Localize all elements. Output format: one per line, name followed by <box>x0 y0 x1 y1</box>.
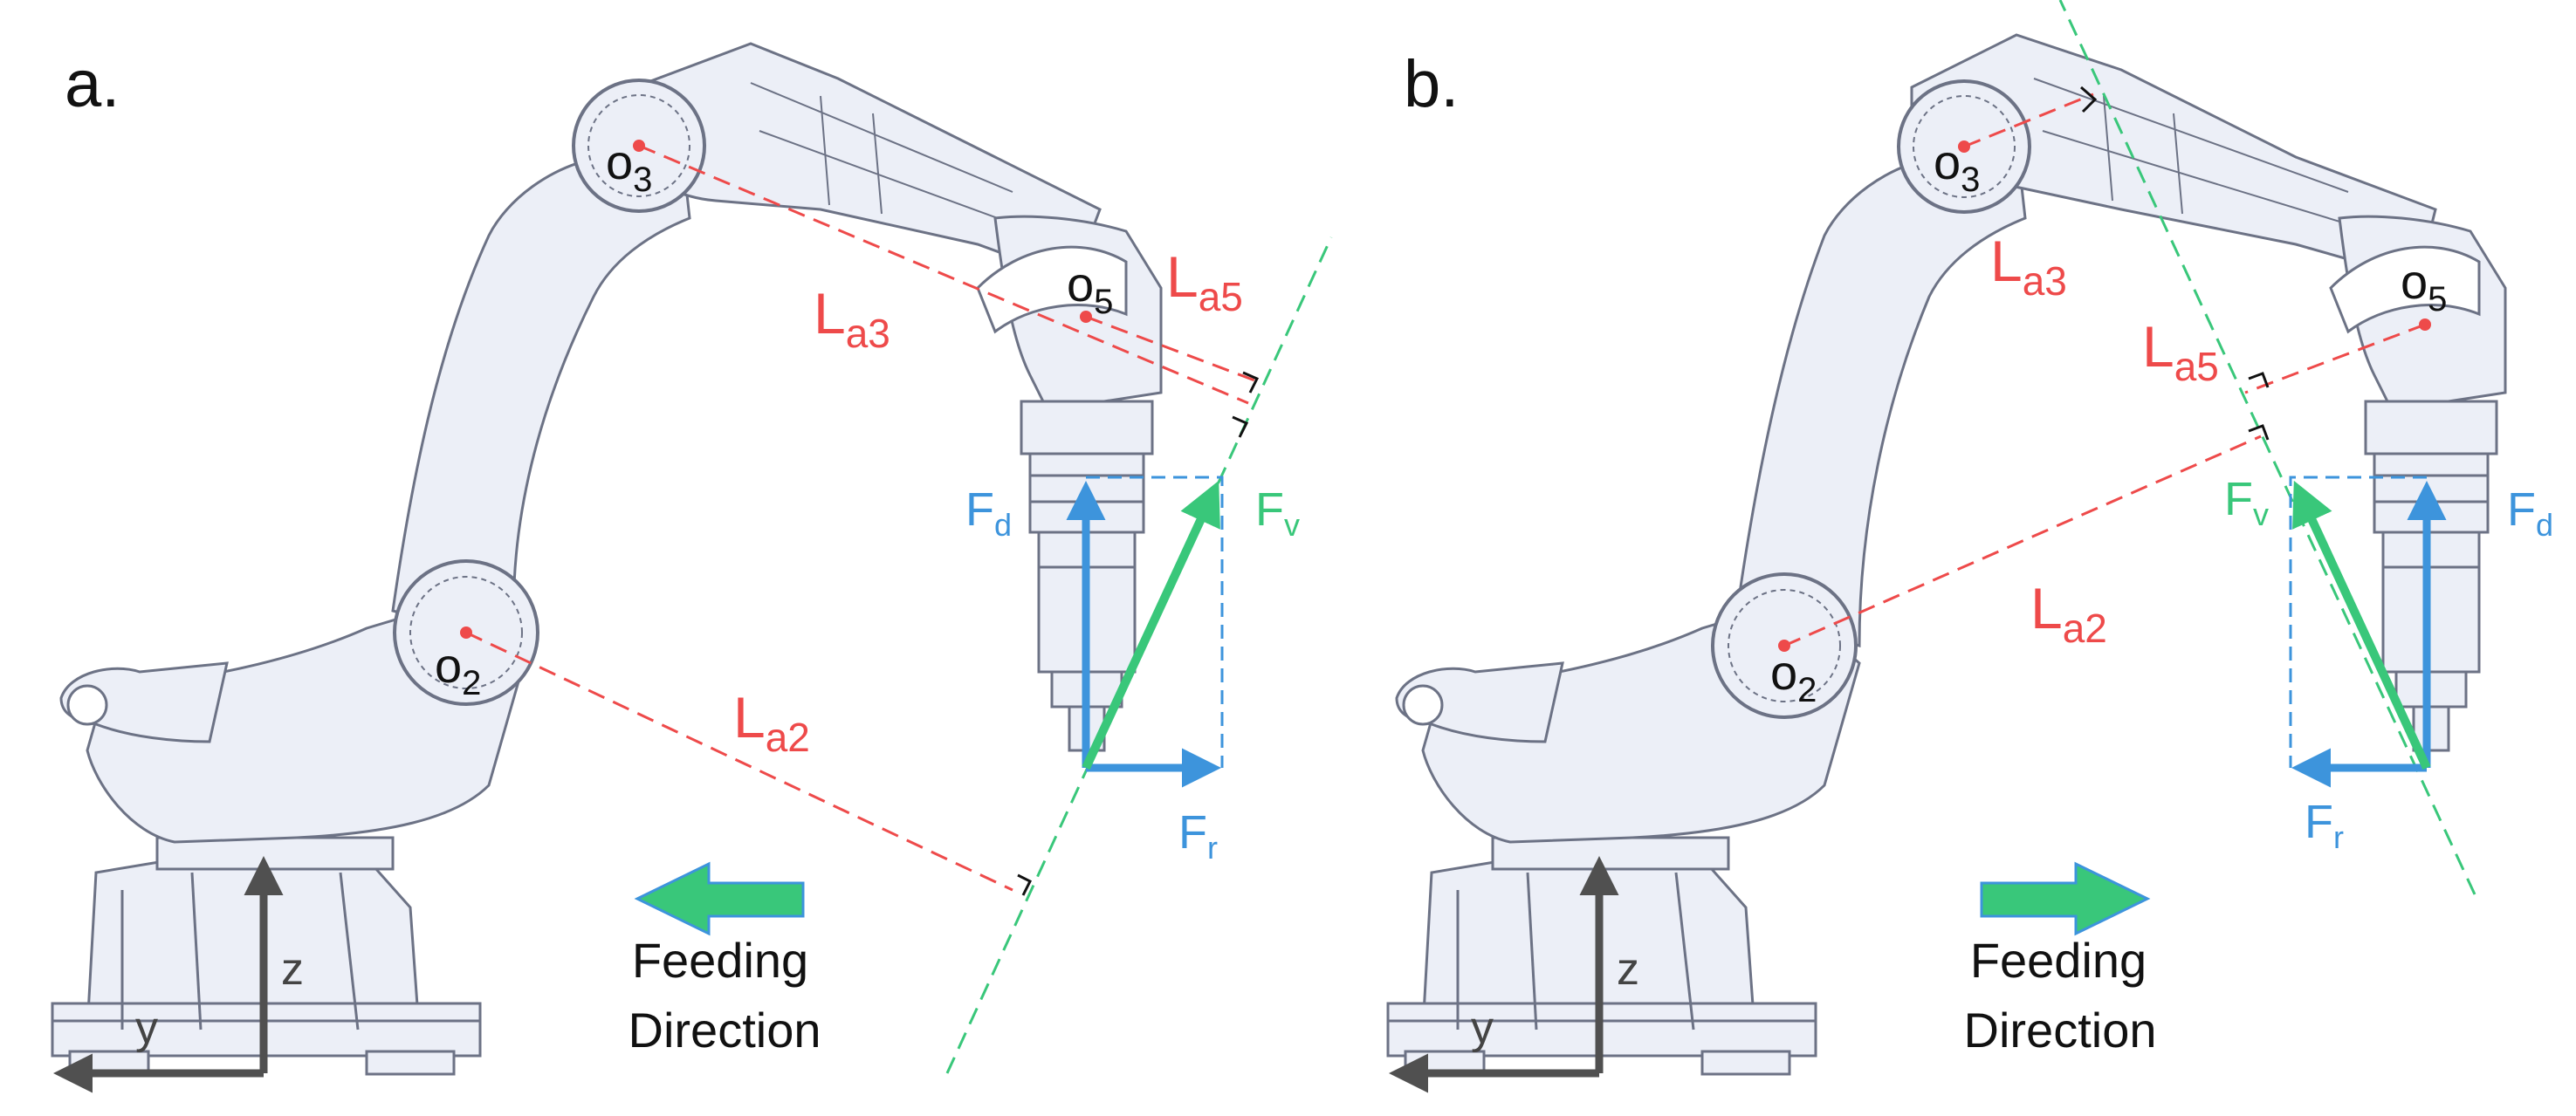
label-o5-b: o5 <box>2401 254 2447 318</box>
feeding-arrow-left-icon <box>634 861 805 936</box>
label-la2-b: La2 <box>2030 576 2107 651</box>
coordinate-axes-b: z y <box>1389 856 1639 1093</box>
joint-housing-o5 <box>976 245 1128 334</box>
label-fv-b: Fv <box>2224 473 2269 532</box>
force-fv-arrow-a <box>1082 480 1220 770</box>
panel-a-label: a. <box>65 47 120 121</box>
joint-center-o3 <box>633 140 645 152</box>
robot-arm-a <box>51 42 1163 1076</box>
label-la2-a: La2 <box>733 685 810 760</box>
label-fr-a: Fr <box>1178 806 1218 866</box>
feeding-arrow-right-icon <box>1980 861 2151 936</box>
feeding-label-line2-b: Direction <box>1964 1003 2157 1058</box>
force-fv-arrow-b <box>2292 480 2431 770</box>
lever-line-la3 <box>638 144 1249 405</box>
label-o5-a: o5 <box>1067 257 1113 321</box>
label-fr-b: Fr <box>2305 796 2344 855</box>
lever-lines-a <box>465 144 1258 892</box>
joint-center-o2 <box>1778 640 1790 652</box>
joint-center-o5 <box>2419 318 2431 331</box>
label-la5-a: La5 <box>1166 244 1243 319</box>
joint-centers-b <box>1778 140 2431 652</box>
label-la3-a: La3 <box>814 281 890 356</box>
lever-line-la2 <box>465 631 1013 892</box>
lever-line-la2 <box>1783 435 2262 647</box>
robot-arm-b <box>1386 33 2507 1076</box>
label-o3-b: o3 <box>1934 134 1980 199</box>
joint-center-o2 <box>460 626 472 639</box>
panel-b-label: b. <box>1404 47 1459 121</box>
y-axis-label-a: y <box>135 1003 158 1053</box>
joint-housing-o5 <box>2329 245 2481 334</box>
lever-line-la3 <box>1963 92 2094 148</box>
label-o2-a: o2 <box>435 638 481 702</box>
lever-line-la5 <box>1085 315 1258 383</box>
feeding-label-line2-a: Direction <box>629 1003 821 1058</box>
feeding-direction-b: Feeding Direction <box>1964 861 2157 1058</box>
feeding-label-line1-a: Feeding <box>632 933 808 988</box>
label-la5-b: La5 <box>2142 314 2219 389</box>
panel-a: a. <box>51 42 1333 1093</box>
label-o3-a: o3 <box>606 134 652 199</box>
force-components-a <box>1066 476 1224 788</box>
joint-centers-a <box>460 140 1092 639</box>
robot-lower-arm <box>1735 138 2027 647</box>
y-axis-label-b: y <box>1471 1003 1494 1053</box>
label-fd-b: Fd <box>2507 483 2553 543</box>
robot-counterweight-hole <box>1402 684 1444 726</box>
label-o2-b: o2 <box>1770 645 1817 709</box>
feeding-label-line1-b: Feeding <box>1970 933 2147 988</box>
feeding-direction-a: Feeding Direction <box>629 861 821 1058</box>
right-angle-markers-a <box>1017 371 1260 896</box>
label-fd-a: Fd <box>965 483 1012 543</box>
force-projection-lines-a <box>1086 476 1224 768</box>
force-components-b <box>2289 476 2447 788</box>
coordinate-axes-a: z y <box>53 856 304 1093</box>
right-angle-markers-b <box>2080 86 2270 441</box>
force-projection-lines-b <box>2289 476 2427 768</box>
force-line-of-action-b <box>2058 0 2476 895</box>
label-fv-a: Fv <box>1255 483 1300 543</box>
joint-center-o5 <box>1080 311 1092 323</box>
robot-spindle <box>2364 400 2498 752</box>
lever-line-la5 <box>2244 323 2426 394</box>
z-axis-label-b: z <box>1617 944 1639 995</box>
lever-lines-b <box>1783 92 2426 647</box>
label-la3-b: La3 <box>1990 229 2067 304</box>
joint-center-o3 <box>1958 140 1970 153</box>
panel-b: b. <box>1386 0 2553 1093</box>
robot-counterweight-hole <box>66 684 108 726</box>
z-axis-label-a: z <box>281 944 304 995</box>
